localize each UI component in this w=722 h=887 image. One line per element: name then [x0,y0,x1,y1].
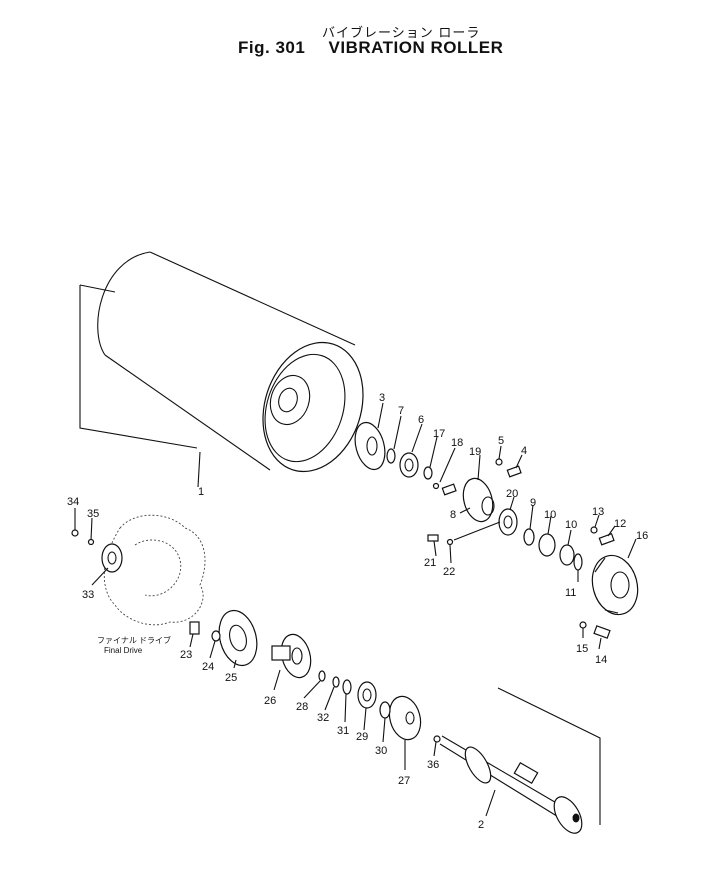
bearing-plate [462,477,495,523]
part-label-23: 23 [180,649,192,661]
leader-lines [74,402,637,817]
part-label-30: 30 [375,745,387,757]
part-label-26: 26 [264,695,276,707]
vibration-shaft [433,687,601,834]
part-label-12: 12 [614,518,626,530]
part-label-36: 36 [427,759,439,771]
figure-title-en: VIBRATION ROLLER [328,38,504,57]
part-label-15: 15 [576,643,588,655]
final-drive-sketch: ファイナル ドライブ Final Drive [97,514,206,655]
part-label-7: 7 [398,405,404,417]
part-label-24: 24 [202,661,214,673]
roller-drum [79,251,364,488]
figure-title: Fig. 301 VIBRATION ROLLER [238,38,503,58]
part-label-31: 31 [337,725,349,737]
part-label-5: 5 [498,435,504,447]
part-label-20: 20 [506,488,518,500]
part-label-18: 18 [451,437,463,449]
part-label-1: 1 [198,486,204,498]
part-label-16: 16 [636,530,648,542]
part-label-27: 27 [398,775,410,787]
flange-plate [218,609,258,667]
figure-number: Fig. 301 [238,38,306,57]
part-label-10b: 10 [565,519,577,531]
part-labels: 1 2 3 4 5 6 7 8 9 10 10 11 12 13 14 15 1… [67,392,648,831]
part-label-25: 25 [225,672,237,684]
coupling [271,633,312,679]
part-label-11: 11 [565,587,576,599]
part-label-17: 17 [433,428,445,440]
part-label-22: 22 [443,566,455,578]
hub-flange [354,421,386,471]
figure-header: バイブレーション ローラ Fig. 301 VIBRATION ROLLER [0,0,722,70]
part-label-3: 3 [379,392,385,404]
part-label-9: 9 [530,497,536,509]
final-drive-label-en: Final Drive [104,646,143,655]
part-label-29: 29 [356,731,368,743]
end-cover [388,695,422,741]
part-label-21: 21 [424,557,436,569]
final-drive-label-jp: ファイナル ドライブ [97,635,171,645]
part-label-2: 2 [478,819,484,831]
part-label-33: 33 [82,589,94,601]
part-label-10a: 10 [544,509,556,521]
part-label-19: 19 [469,446,481,458]
part-label-14: 14 [595,654,607,666]
part-label-35: 35 [87,508,99,520]
part-label-6: 6 [418,414,424,426]
part-label-4: 4 [521,445,527,457]
bearing-housing [591,554,639,616]
part-label-28: 28 [296,701,308,713]
part-label-13: 13 [592,506,604,518]
part-label-32: 32 [317,712,329,724]
part-label-34: 34 [67,496,79,508]
part-label-8: 8 [450,509,456,521]
figure-title-jp: バイブレーション ローラ [322,25,481,40]
bolts-and-washers [71,458,615,639]
bearings-and-rings [211,448,583,719]
